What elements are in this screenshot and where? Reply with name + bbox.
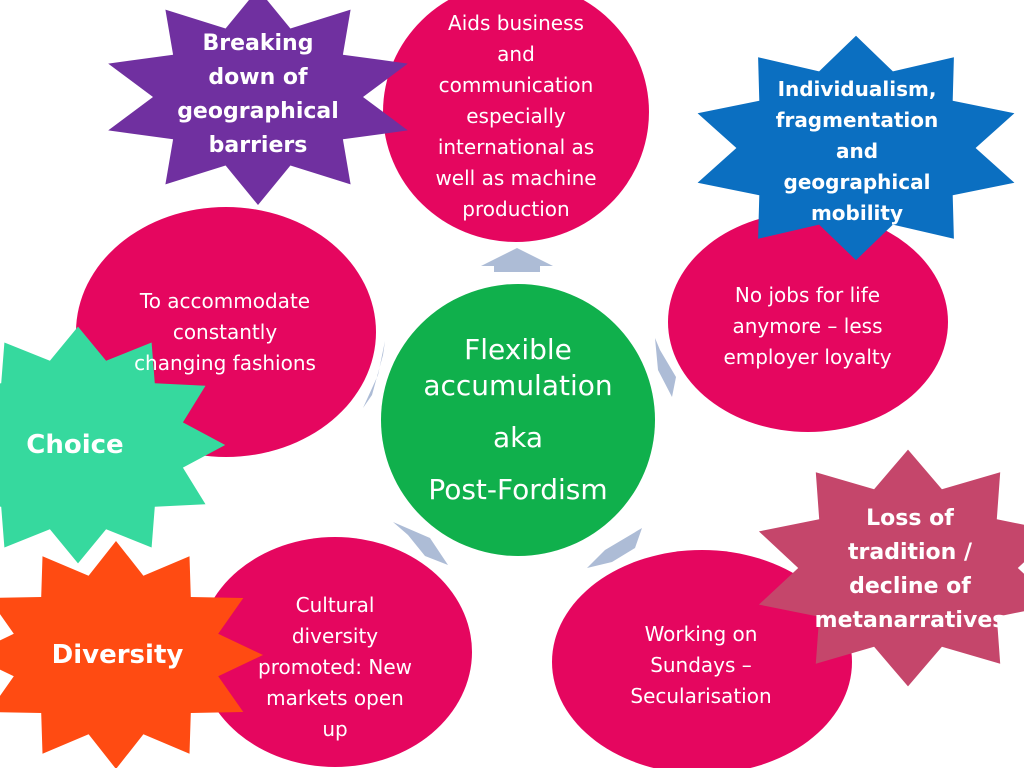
center-aka: aka — [492, 420, 544, 454]
star-loss-label: Loss of tradition / decline of metanarra… — [814, 506, 1006, 633]
star-individualism-label: Individualism, fragmentation and geograp… — [775, 76, 939, 225]
star-breaking-label: Breaking down of geographical barriers — [177, 31, 339, 158]
arrow-right — [655, 338, 676, 397]
circle-top-label: Aids business and communication especial… — [435, 10, 597, 221]
circle-center — [381, 284, 655, 556]
center-title-line1: Flexible — [464, 332, 572, 366]
center-post-fordism: Post-Fordism — [428, 472, 608, 506]
star-choice-label: Choice — [26, 430, 124, 460]
circle-right — [668, 212, 948, 432]
star-breaking-barriers — [108, 0, 408, 205]
star-loss-of-tradition — [758, 449, 1024, 687]
circle-left-label: To accommodate constantly changing fashi… — [134, 288, 316, 375]
star-choice — [0, 326, 226, 564]
arrow-up — [481, 248, 553, 272]
circle-right-label: No jobs for life anymore – less employer… — [723, 282, 892, 369]
circle-bottom-left — [198, 537, 472, 767]
arrow-down-left — [393, 522, 448, 565]
star-individualism — [697, 35, 1015, 261]
circle-bottom-left-label: Cultural diversity promoted: New markets… — [258, 593, 412, 741]
star-diversity — [0, 541, 263, 768]
center-title-line2: accumulation — [423, 368, 613, 402]
circle-bottom-right-label: Working on Sundays – Secularisation — [630, 621, 772, 708]
circle-top — [383, 0, 649, 242]
arrow-down-right — [587, 528, 642, 568]
star-diversity-label: Diversity — [51, 640, 184, 670]
